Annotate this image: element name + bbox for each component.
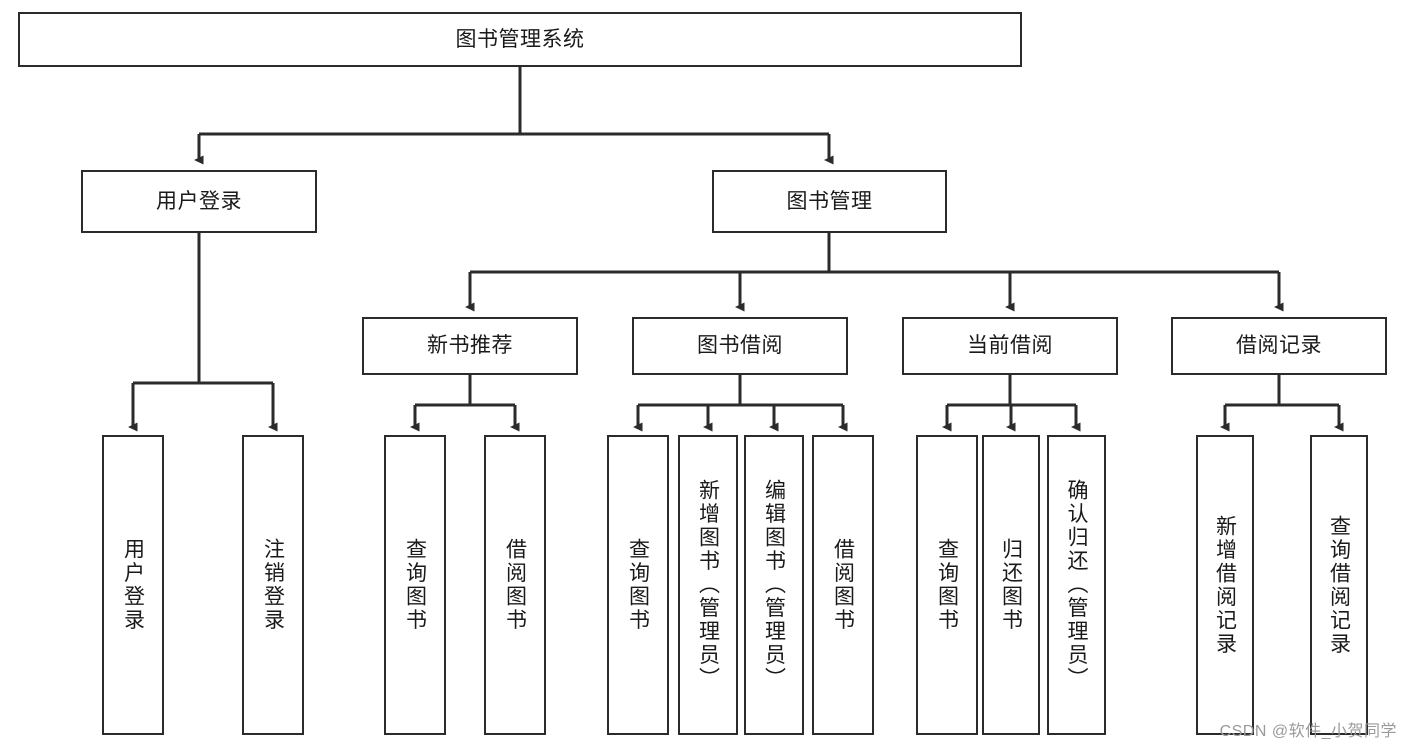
leaf-search-book-label: 查询图书: [626, 538, 650, 632]
leaf-confirm-return-admin-label: 确认归还（管理员）: [1065, 479, 1088, 691]
leaf-user-login-label: 用户登录: [121, 538, 145, 632]
leaf-add-book-admin-label: 新增图书（管理员）: [696, 479, 720, 691]
leaf-search-book-recommend-label: 查询图书: [403, 538, 427, 632]
node-new-book-recommend-label: 新书推荐: [427, 334, 513, 358]
node-book-borrow-label: 图书借阅: [697, 334, 783, 358]
node-borrow-record-label: 借阅记录: [1236, 334, 1322, 358]
node-book-management[interactable]: 图书管理: [712, 170, 947, 233]
leaf-borrow-book-recommend-label: 借阅图书: [503, 538, 527, 632]
node-user-login[interactable]: 用户登录: [81, 170, 317, 233]
node-book-management-label: 图书管理: [786, 189, 873, 213]
node-root[interactable]: 图书管理系统: [18, 12, 1022, 67]
leaf-borrow-book-recommend[interactable]: 借阅图书: [484, 435, 546, 735]
node-user-login-label: 用户登录: [156, 189, 242, 213]
node-root-label: 图书管理系统: [455, 27, 585, 51]
leaf-search-book-current[interactable]: 查询图书: [916, 435, 978, 735]
leaf-search-book-recommend[interactable]: 查询图书: [384, 435, 446, 735]
leaf-logout-label: 注销登录: [261, 538, 285, 632]
leaf-add-borrow-record-label: 新增借阅记录: [1213, 514, 1237, 656]
node-new-book-recommend[interactable]: 新书推荐: [362, 317, 578, 375]
node-book-borrow[interactable]: 图书借阅: [632, 317, 848, 375]
leaf-add-borrow-record[interactable]: 新增借阅记录: [1196, 435, 1254, 735]
leaf-logout[interactable]: 注销登录: [242, 435, 304, 735]
leaf-search-borrow-record[interactable]: 查询借阅记录: [1310, 435, 1368, 735]
leaf-confirm-return-admin[interactable]: 确认归还（管理员）: [1047, 435, 1106, 735]
leaf-search-borrow-record-label: 查询借阅记录: [1327, 514, 1351, 656]
leaf-search-book-current-label: 查询图书: [935, 538, 959, 632]
leaf-search-book[interactable]: 查询图书: [607, 435, 669, 735]
leaf-borrow-book-label: 借阅图书: [831, 538, 855, 632]
leaf-return-book-label: 归还图书: [999, 538, 1023, 632]
leaf-borrow-book[interactable]: 借阅图书: [812, 435, 874, 735]
leaf-return-book[interactable]: 归还图书: [982, 435, 1040, 735]
node-borrow-record[interactable]: 借阅记录: [1171, 317, 1387, 375]
leaf-edit-book-admin[interactable]: 编辑图书（管理员）: [744, 435, 804, 735]
leaf-user-login[interactable]: 用户登录: [102, 435, 164, 735]
node-current-borrow-label: 当前借阅: [967, 334, 1053, 358]
leaf-add-book-admin[interactable]: 新增图书（管理员）: [678, 435, 738, 735]
leaf-edit-book-admin-label: 编辑图书（管理员）: [762, 479, 786, 691]
node-current-borrow[interactable]: 当前借阅: [902, 317, 1118, 375]
